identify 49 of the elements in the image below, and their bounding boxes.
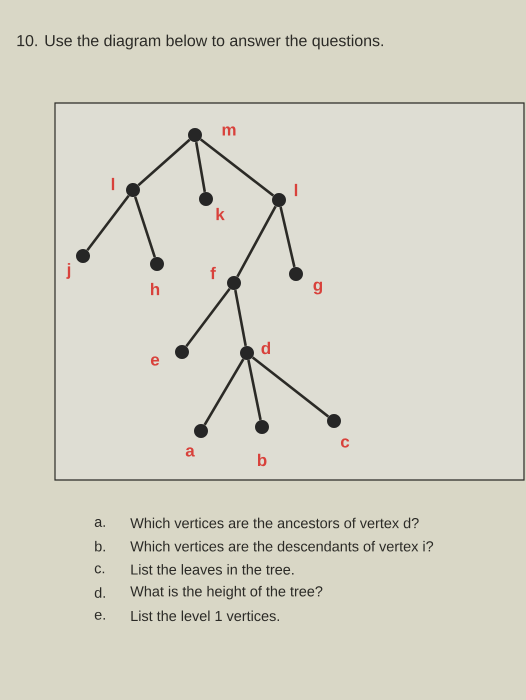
vertex-label: b: [258, 454, 266, 466]
tree-edge: [252, 356, 330, 418]
vertex-dot: [150, 257, 164, 271]
vertex-dot: [194, 424, 208, 438]
tree-edge: [234, 290, 247, 346]
vertex-dot: [76, 249, 90, 263]
vertex-label: a: [186, 447, 195, 457]
vertex-dot: [126, 183, 140, 197]
tree-edge: [204, 358, 244, 426]
vertex-label: d: [262, 342, 270, 354]
vertex-label: c: [340, 438, 350, 448]
vertex-dot: [255, 420, 269, 434]
vertex-dot: [327, 414, 341, 428]
vertex-dot: [175, 345, 189, 359]
item-letter: d.: [94, 587, 105, 598]
question-text: What is the height of the tree?: [130, 586, 322, 600]
vertex-label: f: [210, 266, 216, 280]
vertex-dot: [188, 128, 202, 142]
vertex-label: l: [294, 184, 298, 196]
tree-edge: [134, 196, 156, 258]
item-letter: c.: [94, 565, 104, 574]
item-letter: b.: [95, 540, 105, 552]
title: 10. Use the diagram below to answer the questions.: [17, 34, 383, 50]
vertex-label: e: [150, 356, 160, 366]
item-letter: e.: [94, 612, 105, 620]
question-text: List the leaves in the tree.: [131, 564, 294, 575]
question-text: Which vertices are the descendants of vertex i?: [130, 540, 434, 552]
question-text: Which vertices are the ancestors of vertex d?: [130, 518, 419, 528]
vertex-dot: [199, 192, 213, 206]
tree-edge: [194, 142, 206, 192]
tree-edge: [200, 138, 274, 197]
tree-edge: [86, 194, 130, 252]
vertex-dot: [240, 346, 254, 360]
vertex-dot: [272, 193, 286, 207]
vertex-label: j: [66, 263, 70, 279]
tree-edge: [279, 206, 296, 268]
tree-edge: [247, 360, 262, 420]
vertex-label: h: [151, 282, 160, 296]
item-letter: a.: [94, 519, 105, 527]
question-text: List the level 1 vertices.: [131, 610, 279, 622]
tree-edge: [138, 138, 190, 186]
vertex-dot: [289, 267, 303, 281]
vertex-label: l: [112, 178, 114, 190]
vertex-label: m: [222, 126, 236, 136]
vertex-label: k: [216, 208, 225, 220]
vertex-label: g: [314, 282, 322, 294]
tree-edge: [185, 288, 231, 348]
vertex-dot: [227, 276, 241, 290]
tree-edge: [236, 206, 277, 278]
